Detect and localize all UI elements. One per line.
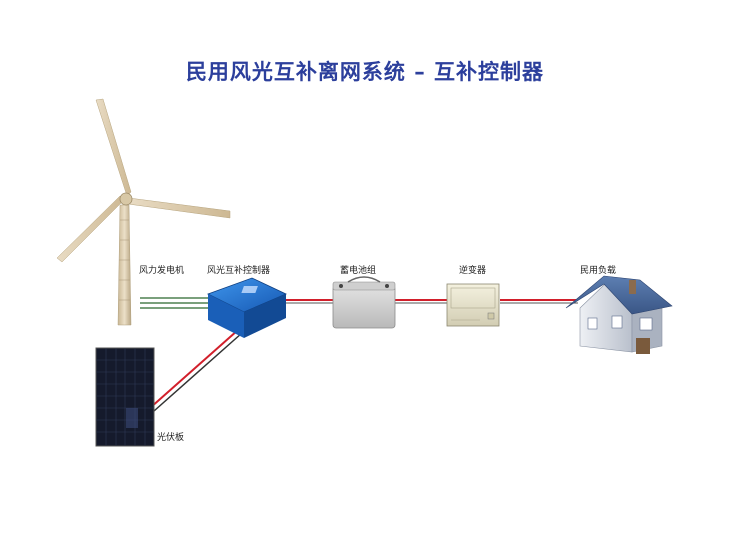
solar-to-controller-wires xyxy=(149,329,243,412)
wind-to-controller-wires xyxy=(140,297,212,309)
wind-turbine-label: 风力发电机 xyxy=(139,266,185,276)
solar-panel-label: 光伏板 xyxy=(157,433,185,443)
inverter-to-load-wires xyxy=(500,299,578,304)
controller-to-battery-wires xyxy=(282,299,334,304)
solar-panel-device xyxy=(95,347,155,447)
inverter-device xyxy=(446,283,500,327)
battery-to-inverter-wires xyxy=(395,299,448,304)
wind-turbine xyxy=(56,98,231,326)
page-title: 民用风光互补离网系统 – 互补控制器 xyxy=(185,60,545,84)
inverter-label: 逆变器 xyxy=(459,266,487,276)
battery-label: 蓄电池组 xyxy=(340,266,377,276)
hybrid-controller-device xyxy=(206,277,287,338)
controller-label: 风光互补控制器 xyxy=(207,266,271,276)
house-load xyxy=(565,275,673,354)
load-label: 民用负载 xyxy=(580,266,617,276)
battery-bank-device xyxy=(332,276,396,329)
